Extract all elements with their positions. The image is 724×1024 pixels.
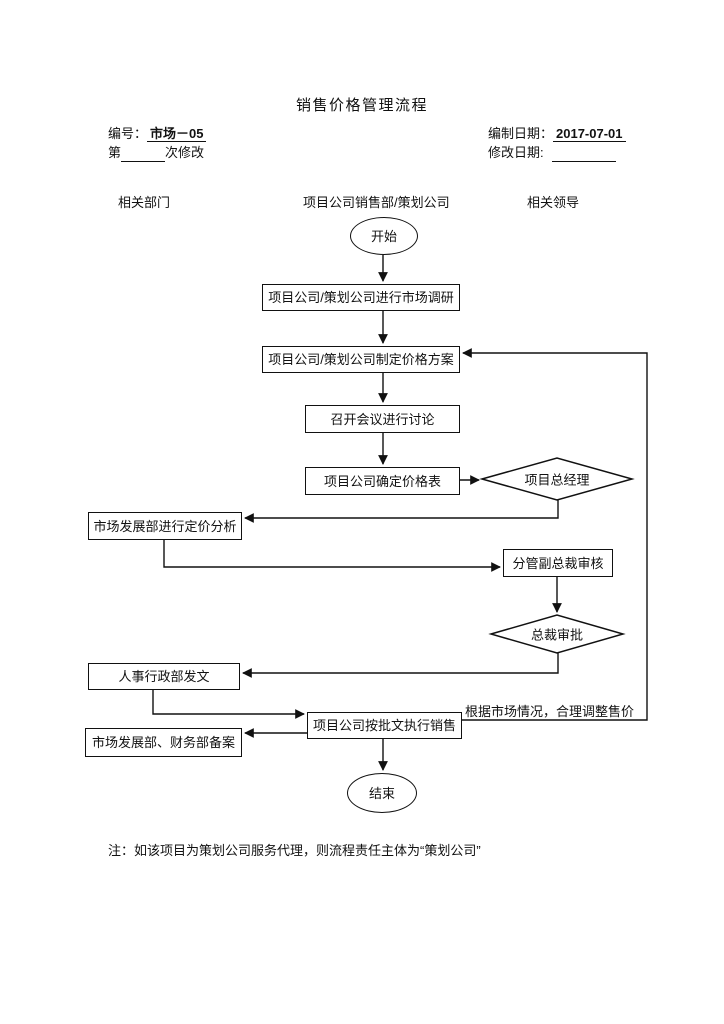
created-date-label: 编制日期： <box>488 126 554 141</box>
dates-block: 编制日期：2017-07-01 修改日期: <box>488 124 626 162</box>
start-terminator: 开始 <box>350 217 418 255</box>
doc-number-block: 编号：市场－05 第 次修改 <box>108 124 207 162</box>
step-filing: 市场发展部、财务部备案 <box>85 728 242 757</box>
feedback-loop-label: 根据市场情况，合理调整售价 <box>465 704 635 719</box>
arrow-hr-to-execute <box>152 690 305 719</box>
lane-header-related-departments: 相关部门 <box>118 195 171 210</box>
doc-number-label: 编号： <box>108 126 148 141</box>
modified-date-blank-underline <box>551 148 616 162</box>
created-date-value: 2017-07-01 <box>553 126 626 142</box>
step-price-table: 项目公司确定价格表 <box>305 467 460 495</box>
decision-diamond-project-gm <box>479 457 635 501</box>
arrow-gm-to-analysis <box>244 500 559 523</box>
doc-number-value: 市场－05 <box>147 126 207 142</box>
revision-blank-underline <box>121 148 166 162</box>
step-price-plan: 项目公司/策划公司制定价格方案 <box>262 346 460 373</box>
step-meeting-discussion: 召开会议进行讨论 <box>305 405 460 433</box>
step-market-research: 项目公司/策划公司进行市场调研 <box>262 284 460 311</box>
modified-date-label: 修改日期: <box>488 145 544 160</box>
decision-project-gm-label: 项目总经理 <box>524 472 590 488</box>
footnote: 注：如该项目为策划公司服务代理，则流程责任主体为“策划公司” <box>108 843 481 858</box>
modified-date-line: 修改日期: <box>488 143 626 162</box>
doc-number-line: 编号：市场－05 <box>108 124 207 143</box>
lane-header-related-leaders: 相关领导 <box>527 195 580 210</box>
end-terminator: 结束 <box>347 773 417 813</box>
page-title: 销售价格管理流程 <box>295 97 428 114</box>
step-hr-issue-document: 人事行政部发文 <box>88 663 240 690</box>
step-vp-review: 分管副总裁审核 <box>503 549 613 577</box>
step-pricing-analysis: 市场发展部进行定价分析 <box>88 512 242 540</box>
lane-header-sales-dept: 项目公司销售部/策划公司 <box>303 195 450 210</box>
revision-prefix: 第 <box>108 145 122 160</box>
revision-line: 第 次修改 <box>108 143 206 162</box>
decision-president-approval-label: 总裁审批 <box>530 627 584 643</box>
revision-suffix: 次修改 <box>165 145 205 160</box>
arrow-analysis-to-vp <box>163 540 501 572</box>
feedback-loop-line <box>462 348 648 721</box>
decision-diamond-president <box>488 614 626 654</box>
created-date-line: 编制日期：2017-07-01 <box>488 124 626 143</box>
arrow-president-to-hr <box>242 653 559 678</box>
step-execute-sales: 项目公司按批文执行销售 <box>307 712 462 739</box>
